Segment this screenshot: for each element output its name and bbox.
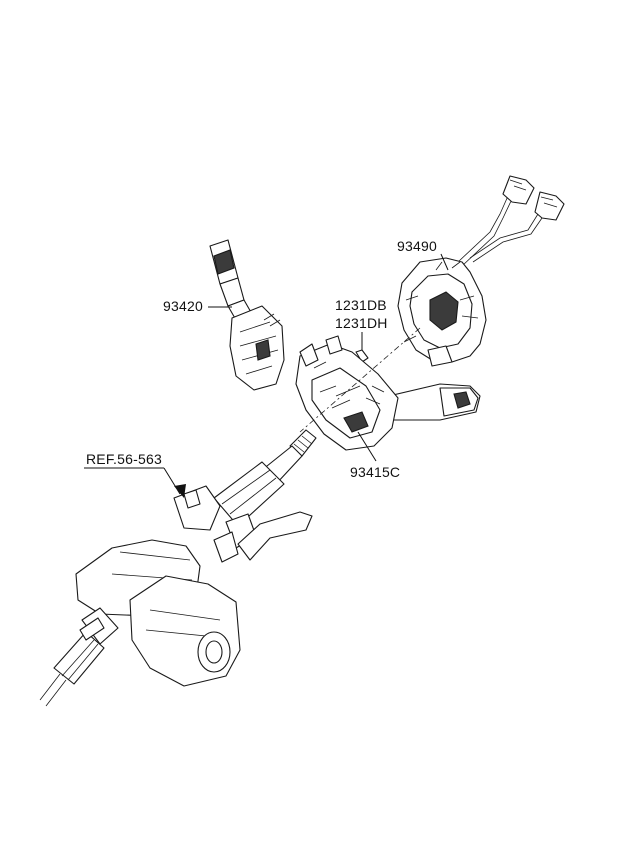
clock-spring-93490 [397, 175, 565, 367]
label-93420: 93420 [163, 298, 203, 314]
label-1231dh: 1231DH [335, 315, 388, 331]
label-1231db: 1231DB [335, 297, 387, 313]
ref-arrowhead [174, 484, 186, 498]
light-switch-93420 [209, 239, 285, 391]
leader-93490 [440, 253, 449, 271]
multifunction-switch-93415c [295, 335, 481, 451]
leader-93415c [357, 431, 377, 462]
label-ref: REF.56-563 [86, 451, 162, 467]
label-93415c: 93415C [350, 464, 401, 480]
steering-column [39, 429, 317, 707]
label-93490: 93490 [397, 238, 437, 254]
